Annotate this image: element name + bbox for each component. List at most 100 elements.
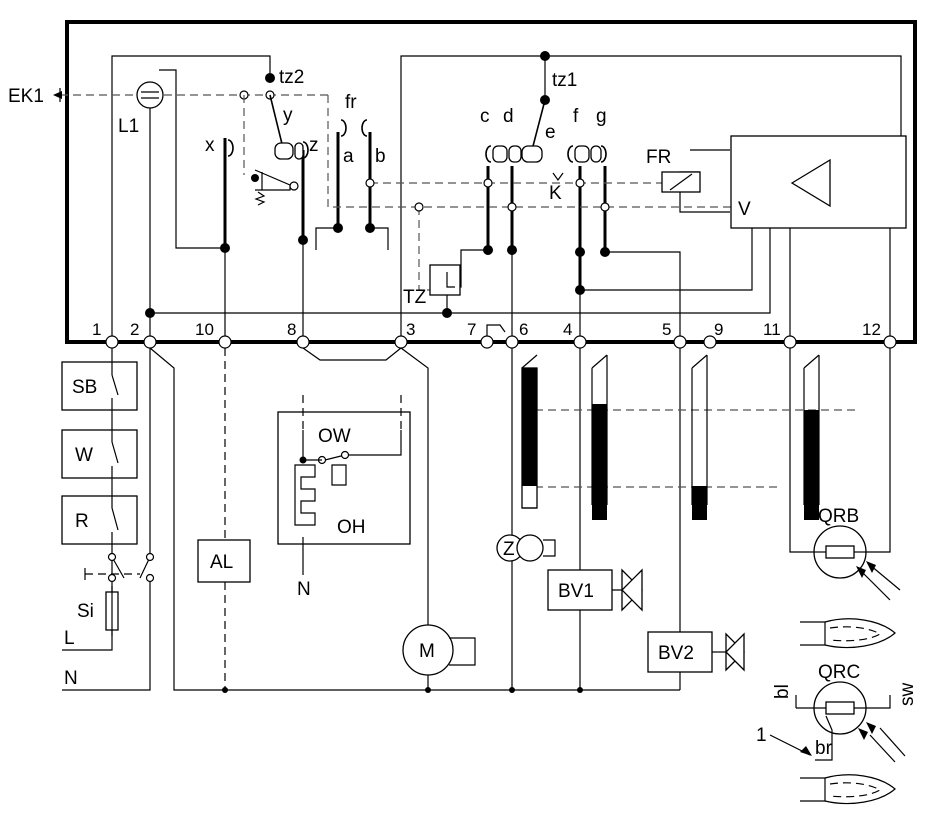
label-bv1: BV1 [558,581,594,602]
label-z-ignition: Z [503,539,515,560]
terminal-label-11: 11 [763,320,781,339]
label-v: V [738,199,751,220]
cam-block-fg [567,145,607,163]
label-e: e [545,122,556,143]
fr-relay [661,171,701,193]
terminal-5 [673,335,687,349]
label-n-supply: N [64,668,78,689]
ek1-reset-button [53,88,62,102]
terminal-12 [883,335,897,349]
terminal-11 [783,335,797,349]
terminal-label-3: 3 [406,320,415,339]
label-k: K [549,183,562,204]
amplifier-v [730,135,907,229]
label-l1: L1 [118,116,139,137]
label-al: AL [210,552,233,573]
label-si: Si [77,601,94,622]
label-tz2: tz2 [279,67,304,88]
qrb-photocell [812,525,901,601]
terminal-label-12: 12 [862,320,881,339]
terminal-6 [505,335,519,349]
label-qrb: QRB [818,506,859,527]
k-marker [552,172,564,182]
contact-a [340,119,347,137]
terminal-label-5: 5 [662,320,671,339]
label-tz: TZ [403,287,427,308]
label-g: g [596,106,607,127]
contact-x [223,138,234,160]
timing-bar-bv1 [591,354,608,520]
label-bl: bl [772,684,793,699]
terminal-label-1: 1 [92,320,101,339]
label-ow: OW [318,426,351,447]
terminal-2 [143,335,157,349]
label-ek1: EK1 [8,86,44,107]
terminal-label-6: 6 [519,320,528,339]
text-labels: EK1 L1 tz2 tz1 x y z fr a b c d e f g FR… [8,67,918,759]
terminal-10 [218,335,232,349]
terminal-8 [296,335,310,349]
label-c: c [480,106,490,127]
tz-thermal-element [429,264,461,296]
r-switch [61,495,138,545]
label-sw: sw [897,683,918,707]
contact-nodes [239,90,610,212]
label-oh: OH [337,517,366,538]
terminal-label-10: 10 [195,320,214,339]
cam-block-cde [485,145,543,163]
al-alarm [197,539,251,583]
sb-switch [61,361,138,411]
junction-dots [145,51,610,318]
label-l: L [64,628,75,649]
terminal-9 [703,335,717,349]
label-d: d [503,106,514,127]
qrc-photocell [769,681,906,763]
timing-bar-ignition [521,354,538,509]
label-fr-contact: fr [345,92,357,113]
label-br: br [815,738,833,759]
contact-b [361,119,368,137]
bv2-valve [647,631,745,673]
label-z: z [309,135,319,156]
flame-upper [800,618,896,649]
label-bv2: BV2 [658,643,694,664]
external-wiring [62,347,891,691]
label-sb: SB [72,377,97,398]
label-x: x [205,135,215,156]
si-fuse [105,586,119,636]
timing-bar-bv2 [691,354,708,520]
l1-lamp [136,81,164,109]
label-fr: FR [646,147,671,168]
label-m: M [419,641,435,662]
bv1-valve [547,568,643,612]
spring-mechanism [243,95,299,206]
terminal-4 [573,335,587,349]
terminal-label-8: 8 [287,320,296,339]
label-y: y [283,105,293,126]
terminal-7 [480,335,494,349]
label-r: R [75,511,89,532]
terminal-label-4: 4 [563,320,572,339]
label-qrc: QRC [818,662,860,683]
timing-bar-flame [803,354,820,520]
label-a: a [343,146,354,167]
label-w: W [75,445,93,466]
mechanical-linkage [60,94,731,291]
w-switch [61,429,138,479]
label-n-heater: N [297,579,311,600]
label-one: 1 [756,725,767,746]
contact-y [269,94,309,160]
label-tz1: tz1 [552,70,577,91]
oil-preheater-block [277,395,411,575]
terminal-label-9: 9 [714,320,723,339]
label-f: f [573,106,579,127]
flame-lower [800,774,896,805]
terminal-label-7: 7 [467,320,476,339]
terminal-1 [105,335,119,349]
main-switch [84,552,155,583]
z-ignition-transformer [496,534,556,562]
label-b: b [375,146,386,167]
terminal-label-2: 2 [130,320,139,339]
